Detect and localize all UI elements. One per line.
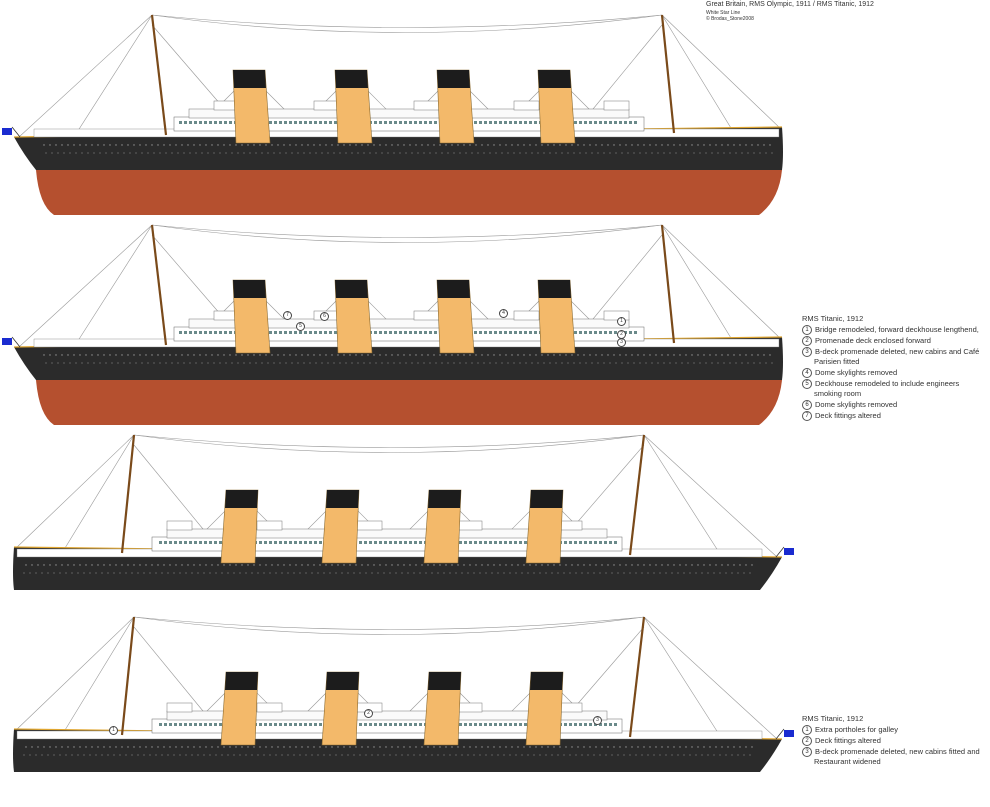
ship-olympic-1911: [2, 14, 783, 215]
aft-mast: [628, 616, 646, 738]
number-circle-icon: 6: [802, 400, 812, 411]
aft-mast: [628, 434, 646, 556]
drawing-title: Great Britain, RMS Olympic, 1911 / RMS T…: [706, 1, 874, 8]
callout-marker: 4: [499, 309, 508, 318]
boat-deck: [188, 108, 630, 119]
deckhouse: [256, 702, 283, 713]
drawing-subtitle: White Star Line: [706, 10, 741, 16]
ship-titanic-1912-stern-view: [2, 224, 783, 425]
callout-marker: 5: [296, 322, 305, 331]
flag-icon: [2, 338, 12, 345]
flagstaff: [775, 728, 785, 740]
number-circle-icon: 3: [802, 747, 812, 758]
flag-icon: [2, 128, 12, 135]
flagstaff: [11, 126, 21, 138]
number-circle-icon: 7: [802, 411, 812, 422]
aft-mast: [150, 224, 168, 346]
funnel: [220, 489, 259, 564]
windows: [23, 723, 753, 756]
deckhouse: [513, 310, 540, 321]
flagstaff: [775, 546, 785, 558]
funnel: [321, 489, 360, 564]
deckhouse: [513, 100, 540, 111]
number-circle-icon: 2: [802, 336, 812, 347]
number-circle-icon: 3: [802, 347, 812, 358]
deckhouse: [413, 100, 440, 111]
ship-olympic-1911-bow-view: [13, 434, 794, 590]
boat-deck: [166, 710, 608, 721]
hull-bottom: [36, 380, 782, 425]
boat-deck: [166, 528, 608, 539]
number-circle-icon: 1: [802, 325, 812, 336]
funnel: [525, 671, 564, 746]
funnel: [436, 69, 475, 144]
callout-marker: 1: [617, 317, 626, 326]
number-circle-icon: 1: [802, 725, 812, 736]
ship-titanic-1912-bow-view: [13, 616, 794, 772]
deckhouse: [166, 520, 193, 531]
deckhouse: [603, 310, 630, 321]
hull-topside: [14, 127, 783, 170]
fore-mast: [660, 224, 676, 344]
deckhouse: [456, 520, 483, 531]
flagstaff: [11, 336, 21, 348]
funnel: [232, 69, 271, 144]
funnel: [436, 279, 475, 354]
aft-mast: [150, 14, 168, 136]
deckhouse: [413, 310, 440, 321]
fore-mast: [660, 14, 676, 134]
funnel: [334, 279, 373, 354]
flag-icon: [784, 548, 794, 555]
flag-icon: [784, 730, 794, 737]
deckhouse: [166, 702, 193, 713]
deckhouse: [313, 100, 340, 111]
funnel: [321, 671, 360, 746]
number-circle-icon: 2: [802, 736, 812, 747]
hull-bottom: [36, 170, 782, 215]
callout-marker: 7: [283, 311, 292, 320]
drawing-credit: © Brodas_Stone2008: [706, 16, 754, 22]
deckhouse: [456, 702, 483, 713]
funnel: [423, 489, 462, 564]
callout-marker: 3: [593, 716, 602, 725]
callout-marker: 2: [364, 709, 373, 718]
callout-marker: 1: [109, 726, 118, 735]
legend-title: RMS Titanic, 1912: [802, 314, 864, 323]
deckhouse: [356, 520, 383, 531]
hull-topside: [13, 547, 782, 590]
fore-mast: [120, 616, 136, 736]
hull-topside: [13, 729, 782, 772]
number-circle-icon: 5: [802, 379, 812, 390]
funnel: [232, 279, 271, 354]
deckhouse: [603, 100, 630, 111]
funnel: [537, 279, 576, 354]
hull-topside: [14, 337, 783, 380]
callout-marker: 3: [617, 338, 626, 347]
funnel: [525, 489, 564, 564]
fore-mast: [120, 434, 136, 554]
funnel: [334, 69, 373, 144]
legend-title: RMS Titanic, 1912: [802, 714, 864, 723]
funnel: [423, 671, 462, 746]
deckhouse: [256, 520, 283, 531]
rigging: [18, 224, 783, 348]
callout-marker: 6: [320, 312, 329, 321]
funnel: [537, 69, 576, 144]
number-circle-icon: 4: [802, 368, 812, 379]
boat-deck: [188, 318, 630, 329]
funnel: [220, 671, 259, 746]
